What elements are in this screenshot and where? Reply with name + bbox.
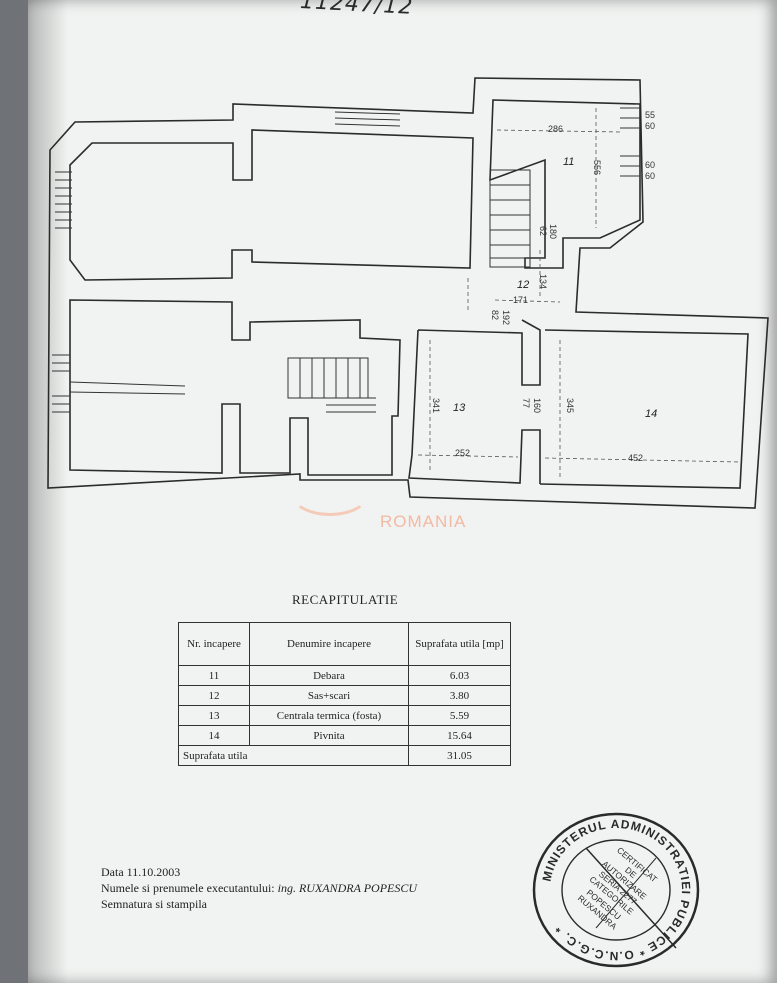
cell-name: Debara bbox=[249, 665, 409, 686]
dimension-label: 180 bbox=[548, 224, 558, 240]
cell-name: Centrala termica (fosta) bbox=[249, 705, 409, 726]
signature-label: Semnatura si stampila bbox=[101, 897, 207, 911]
staircase-lower bbox=[287, 357, 376, 413]
dimension-label: 192 bbox=[501, 310, 511, 326]
executant-name: ing. RUXANDRA POPESCU bbox=[277, 881, 418, 895]
header-denumire: Denumire incapere bbox=[249, 622, 409, 666]
wall-room-11 bbox=[489, 99, 641, 269]
executant-label: Numele si prenumele executantului: bbox=[101, 881, 275, 895]
room-number-13: 13 bbox=[453, 402, 466, 414]
floor-plan bbox=[47, 77, 769, 509]
staircase-upper bbox=[489, 169, 531, 268]
cell-area: 5.59 bbox=[408, 705, 511, 726]
table-header-row: Nr. incapere Denumire incapere Suprafata… bbox=[178, 622, 511, 666]
dimension-label: 556 bbox=[592, 160, 602, 176]
total-label: Suprafata utila bbox=[178, 745, 409, 766]
executant-line: Numele si prenumele executantului: ing. … bbox=[101, 880, 417, 896]
dimension-label: 134 bbox=[538, 274, 548, 290]
cell-area: 15.64 bbox=[408, 725, 511, 746]
cell-area: 3.80 bbox=[408, 685, 511, 706]
cell-name: Pivnita bbox=[249, 725, 409, 746]
document-sheet bbox=[28, 0, 777, 983]
wall-inner-left bbox=[69, 129, 474, 281]
header-suprafata: Suprafata utila [mp] bbox=[408, 622, 511, 666]
dimension-label: 171 bbox=[513, 295, 529, 305]
official-stamp: MINISTERUL ADMINISTRATIEI PUBLICE * O.N.… bbox=[532, 812, 700, 968]
room-number-11: 11 bbox=[563, 156, 575, 168]
page-shadow bbox=[28, 0, 68, 983]
dimension-label: 82 bbox=[490, 310, 500, 321]
recap-title: RECAPITULATIE bbox=[292, 592, 399, 607]
table-row: 11 Debara 6.03 bbox=[178, 665, 511, 686]
cell-nr: 13 bbox=[178, 705, 250, 726]
table-row: 12 Sas+scari 3.80 bbox=[178, 685, 511, 706]
dimension-lines bbox=[417, 108, 741, 480]
watermark-text: ROMANIA bbox=[380, 512, 467, 531]
dimension-label: 252 bbox=[455, 448, 471, 458]
room-number-14: 14 bbox=[645, 408, 658, 420]
document-footer: Data 11.10.2003 Numele si prenumele exec… bbox=[101, 864, 417, 912]
recap-table: Nr. incapere Denumire incapere Suprafata… bbox=[178, 622, 511, 766]
wall-room-13 bbox=[408, 319, 541, 484]
dimension-label: 160 bbox=[532, 398, 542, 414]
wall-outline-left bbox=[47, 77, 769, 509]
dimension-label: 55 bbox=[645, 110, 656, 120]
dimension-label: 345 bbox=[565, 398, 575, 414]
wall-room-14 bbox=[539, 329, 749, 489]
dimension-label: 77 bbox=[521, 398, 531, 409]
dimension-label: 60 bbox=[645, 121, 656, 131]
cell-nr: 14 bbox=[178, 725, 250, 746]
dimension-label: 60 bbox=[645, 160, 656, 170]
dimension-label: 341 bbox=[431, 398, 441, 414]
header-nr: Nr. incapere bbox=[178, 622, 250, 666]
dimension-label: 452 bbox=[628, 453, 644, 463]
cell-name: Sas+scari bbox=[249, 685, 409, 706]
table-row: 14 Pivnita 15.64 bbox=[178, 725, 511, 746]
date-line: Data 11.10.2003 bbox=[101, 865, 181, 879]
dimension-label: 60 bbox=[645, 171, 656, 181]
cell-area: 6.03 bbox=[408, 665, 511, 686]
total-value: 31.05 bbox=[408, 745, 511, 766]
wall-inner-lower-left bbox=[69, 299, 401, 476]
cell-nr: 11 bbox=[178, 665, 250, 686]
room-number-12: 12 bbox=[517, 279, 530, 291]
dimension-label: 286 bbox=[548, 124, 564, 134]
dimension-label: 62 bbox=[538, 226, 548, 237]
window-marks bbox=[52, 107, 640, 413]
table-total-row: Suprafata utila 31.05 bbox=[178, 745, 511, 766]
table-row: 13 Centrala termica (fosta) 5.59 bbox=[178, 705, 511, 726]
watermark-logo bbox=[290, 470, 370, 516]
cell-nr: 12 bbox=[178, 685, 250, 706]
